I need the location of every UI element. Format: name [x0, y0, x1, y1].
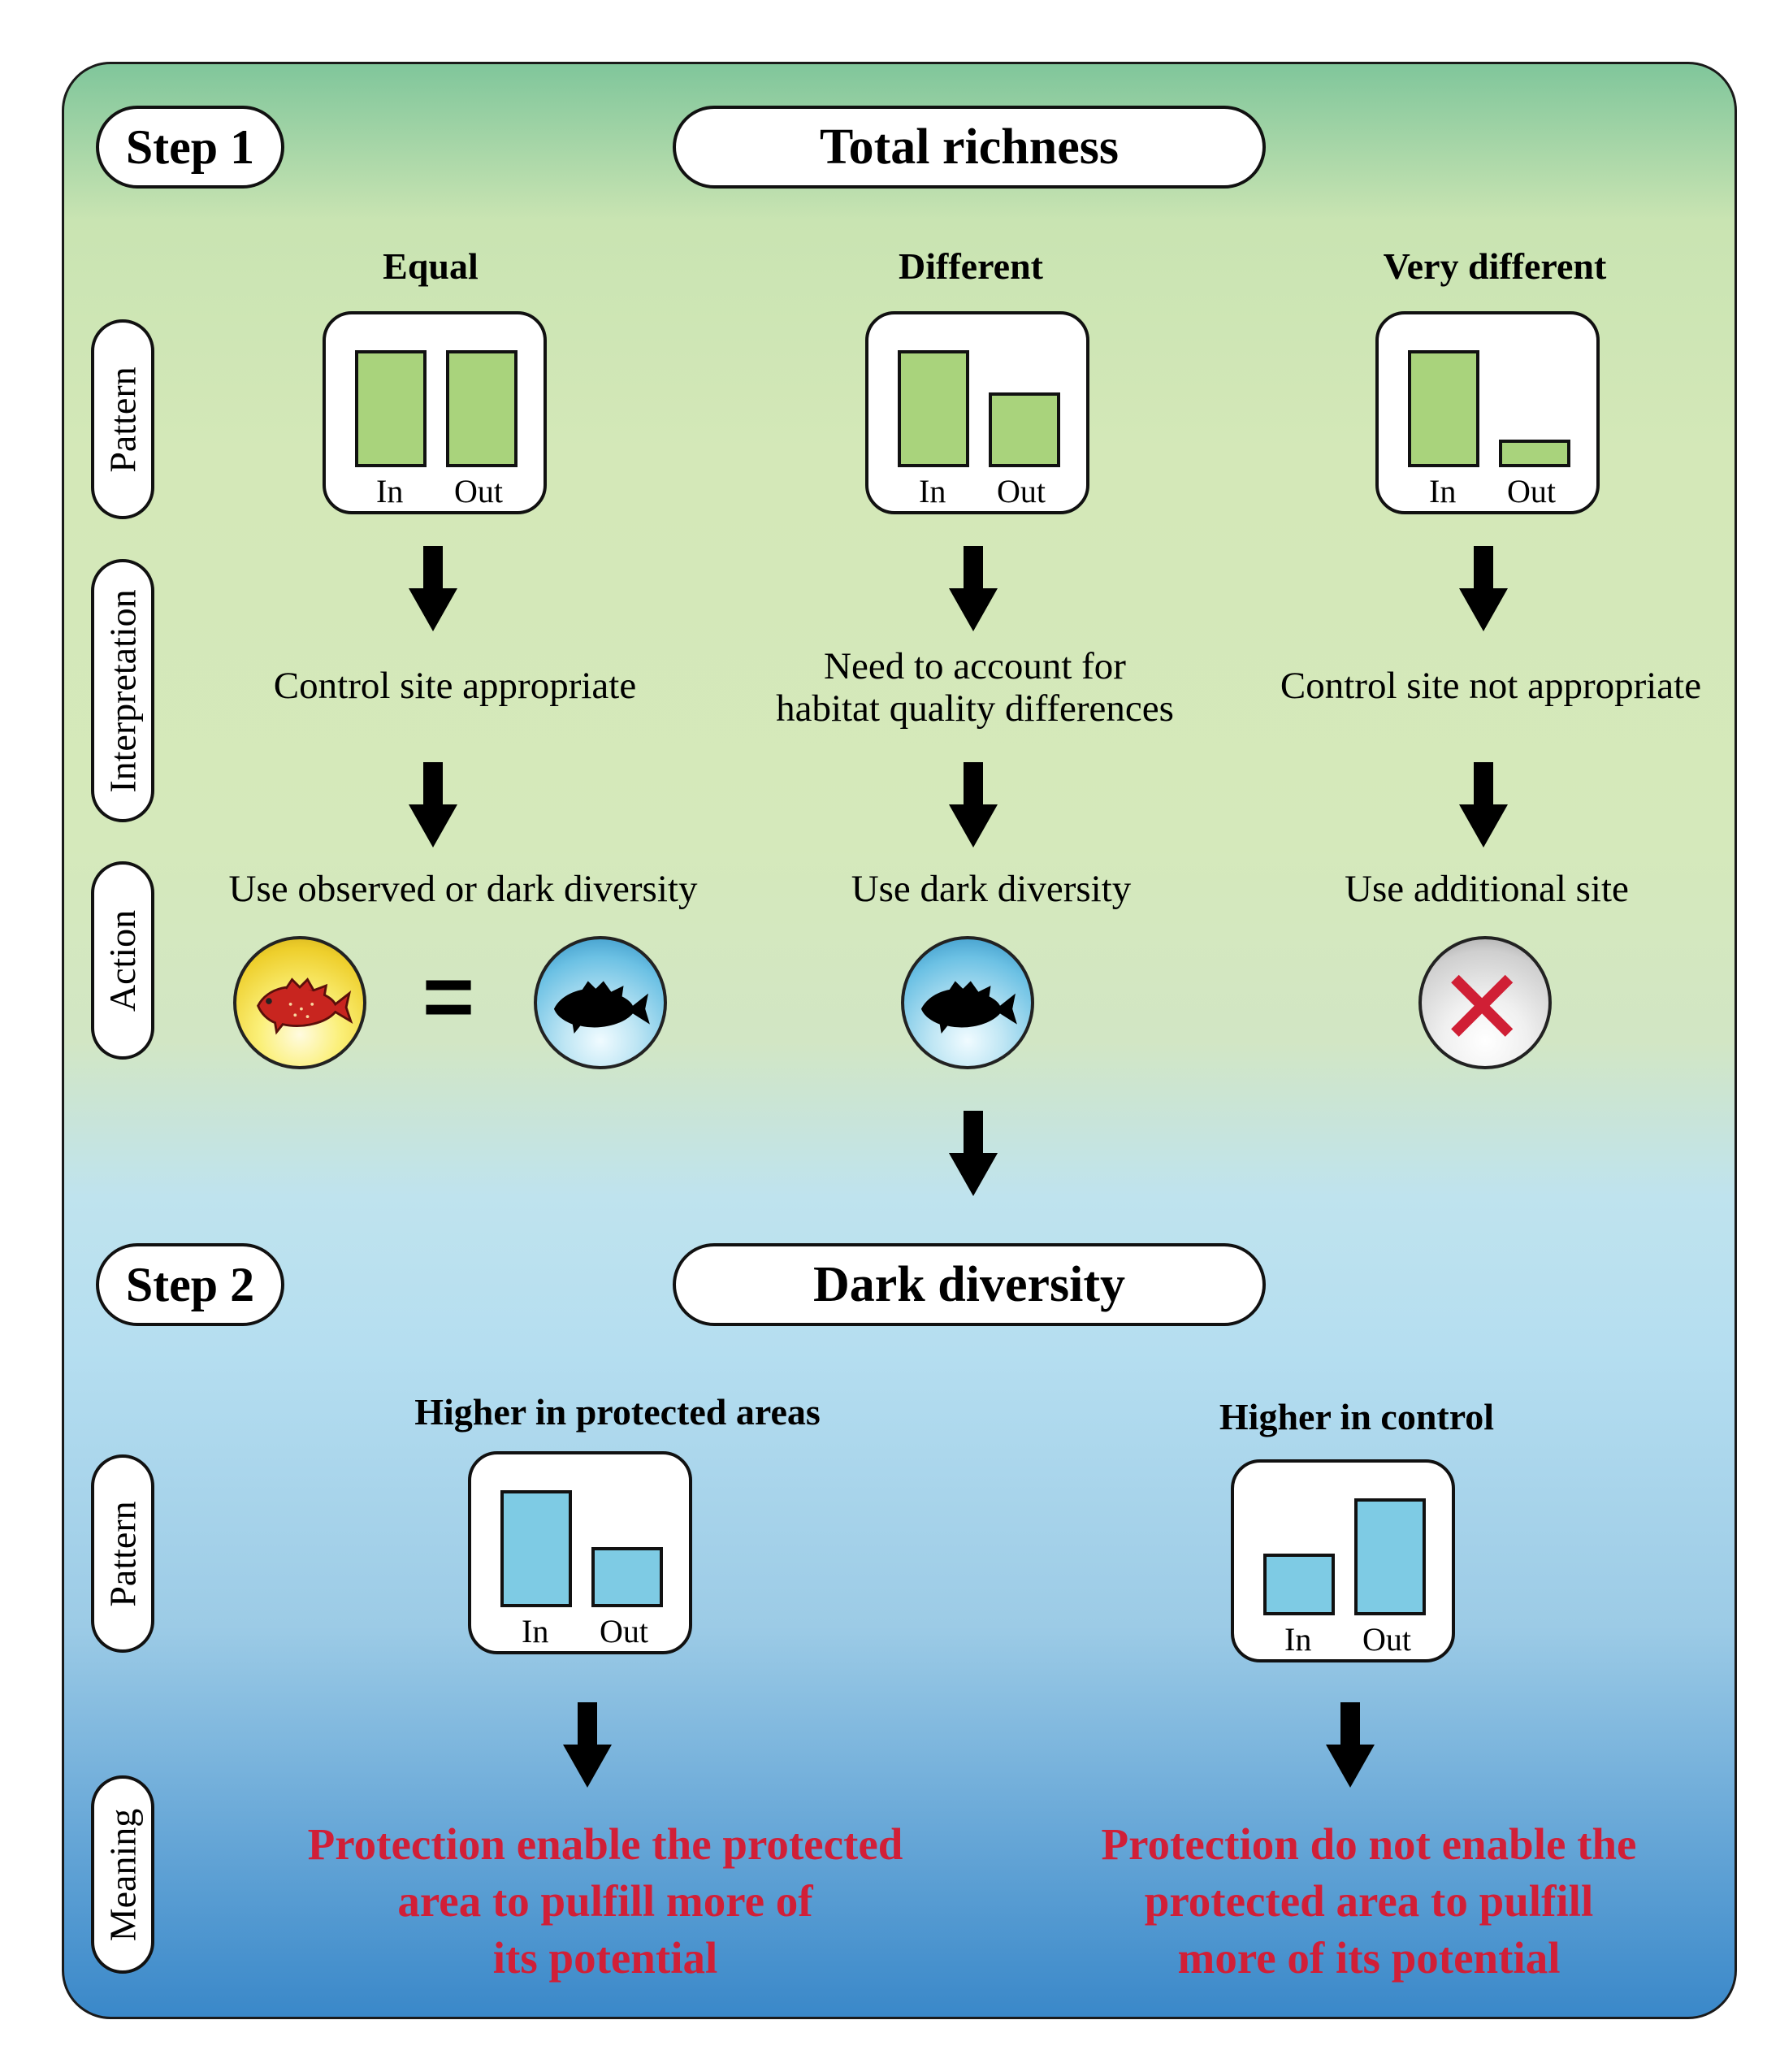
close-icon [1418, 936, 1552, 1069]
bar-out-label: Out [1362, 1621, 1411, 1658]
interpretation-different-line2: habitat quality differences [776, 687, 1174, 730]
meaning-control-line1: Protection do not enable the [1101, 1819, 1637, 1869]
bar-in-label: In [1284, 1621, 1312, 1658]
side-label-meaning: Meaning [91, 1775, 154, 1974]
side-label-pattern: Pattern [91, 1454, 154, 1653]
bar-out [591, 1547, 663, 1607]
side-label-meaning-text: Meaning [102, 1808, 144, 1941]
bar-in-label: In [376, 473, 404, 509]
bar-out [446, 350, 518, 467]
step2-title-text: Dark diversity [812, 1256, 1126, 1312]
meaning-control-line2: protected area to pulfill [1144, 1876, 1594, 1926]
pattern-box-very-different: In Out [1375, 311, 1600, 514]
bar-out-label: Out [600, 1613, 648, 1649]
bar-out [1499, 440, 1570, 467]
equals-sign: = [422, 947, 475, 1047]
side-label-pattern: Pattern [91, 319, 154, 519]
down-arrow-icon [1459, 546, 1508, 631]
bar-in-label: In [1429, 473, 1457, 509]
side-label-pattern-text: Pattern [102, 1500, 144, 1607]
black-fish-icon [901, 936, 1034, 1069]
bar-out [989, 392, 1060, 467]
interpretation-very-different: Control site not appropriate [1280, 665, 1702, 707]
step2-title: Dark diversity [673, 1243, 1266, 1326]
step2-label-text: Step 2 [125, 1257, 255, 1311]
bar-in [355, 350, 427, 467]
step1-title: Total richness [673, 106, 1266, 189]
red-fish-icon [233, 936, 366, 1069]
interpretation-equal: Control site appropriate [273, 665, 637, 707]
pattern-box-equal: In Out [323, 311, 547, 514]
step1-title-text: Total richness [819, 119, 1120, 175]
pattern-box-different: In Out [865, 311, 1089, 514]
side-label-pattern-text: Pattern [102, 366, 144, 473]
down-arrow-icon [563, 1702, 612, 1788]
pattern-box-control: In Out [1231, 1459, 1455, 1662]
bar-in [1408, 350, 1479, 467]
step1-label: Step 1 [96, 106, 284, 189]
side-label-interpretation-text: Interpretation [102, 588, 144, 793]
bar-out-label: Out [997, 473, 1046, 509]
down-arrow-icon [1326, 1702, 1375, 1788]
heading-higher-in-protected: Higher in protected areas [414, 1391, 821, 1433]
down-arrow-icon [949, 1111, 998, 1196]
action-different: Use dark diversity [851, 868, 1132, 910]
step1-label-text: Step 1 [125, 119, 255, 174]
action-very-different: Use additional site [1345, 868, 1629, 910]
step2-label: Step 2 [96, 1243, 284, 1326]
down-arrow-icon [409, 762, 457, 847]
action-equal: Use observed or dark diversity [228, 868, 698, 910]
down-arrow-icon [949, 762, 998, 847]
down-arrow-icon [949, 546, 998, 631]
side-label-interpretation: Interpretation [91, 559, 154, 822]
heading-equal: Equal [383, 245, 479, 287]
down-arrow-icon [409, 546, 457, 631]
heading-very-different: Very different [1383, 245, 1607, 287]
meaning-protected-line1: Protection enable the protected [307, 1819, 903, 1869]
bar-out-label: Out [1507, 473, 1556, 509]
bar-in-label: In [522, 1613, 549, 1649]
heading-different: Different [899, 245, 1043, 287]
bar-out-label: Out [454, 473, 503, 509]
side-label-action: Action [91, 861, 154, 1060]
black-fish-icon [534, 936, 667, 1069]
meaning-protected-line2: area to pulfill more of [397, 1876, 813, 1926]
heading-higher-in-control: Higher in control [1219, 1396, 1495, 1437]
bar-in [898, 350, 969, 467]
bar-in [1263, 1554, 1335, 1615]
interpretation-different-line1: Need to account for [824, 645, 1126, 687]
bar-in-label: In [919, 473, 946, 509]
meaning-control-line3: more of its potential [1177, 1933, 1561, 1983]
meaning-protected-line3: its potential [492, 1933, 718, 1983]
down-arrow-icon [1459, 762, 1508, 847]
pattern-box-protected: In Out [468, 1451, 692, 1654]
side-label-action-text: Action [102, 909, 144, 1012]
bar-out [1354, 1498, 1426, 1615]
bar-in [500, 1490, 572, 1607]
